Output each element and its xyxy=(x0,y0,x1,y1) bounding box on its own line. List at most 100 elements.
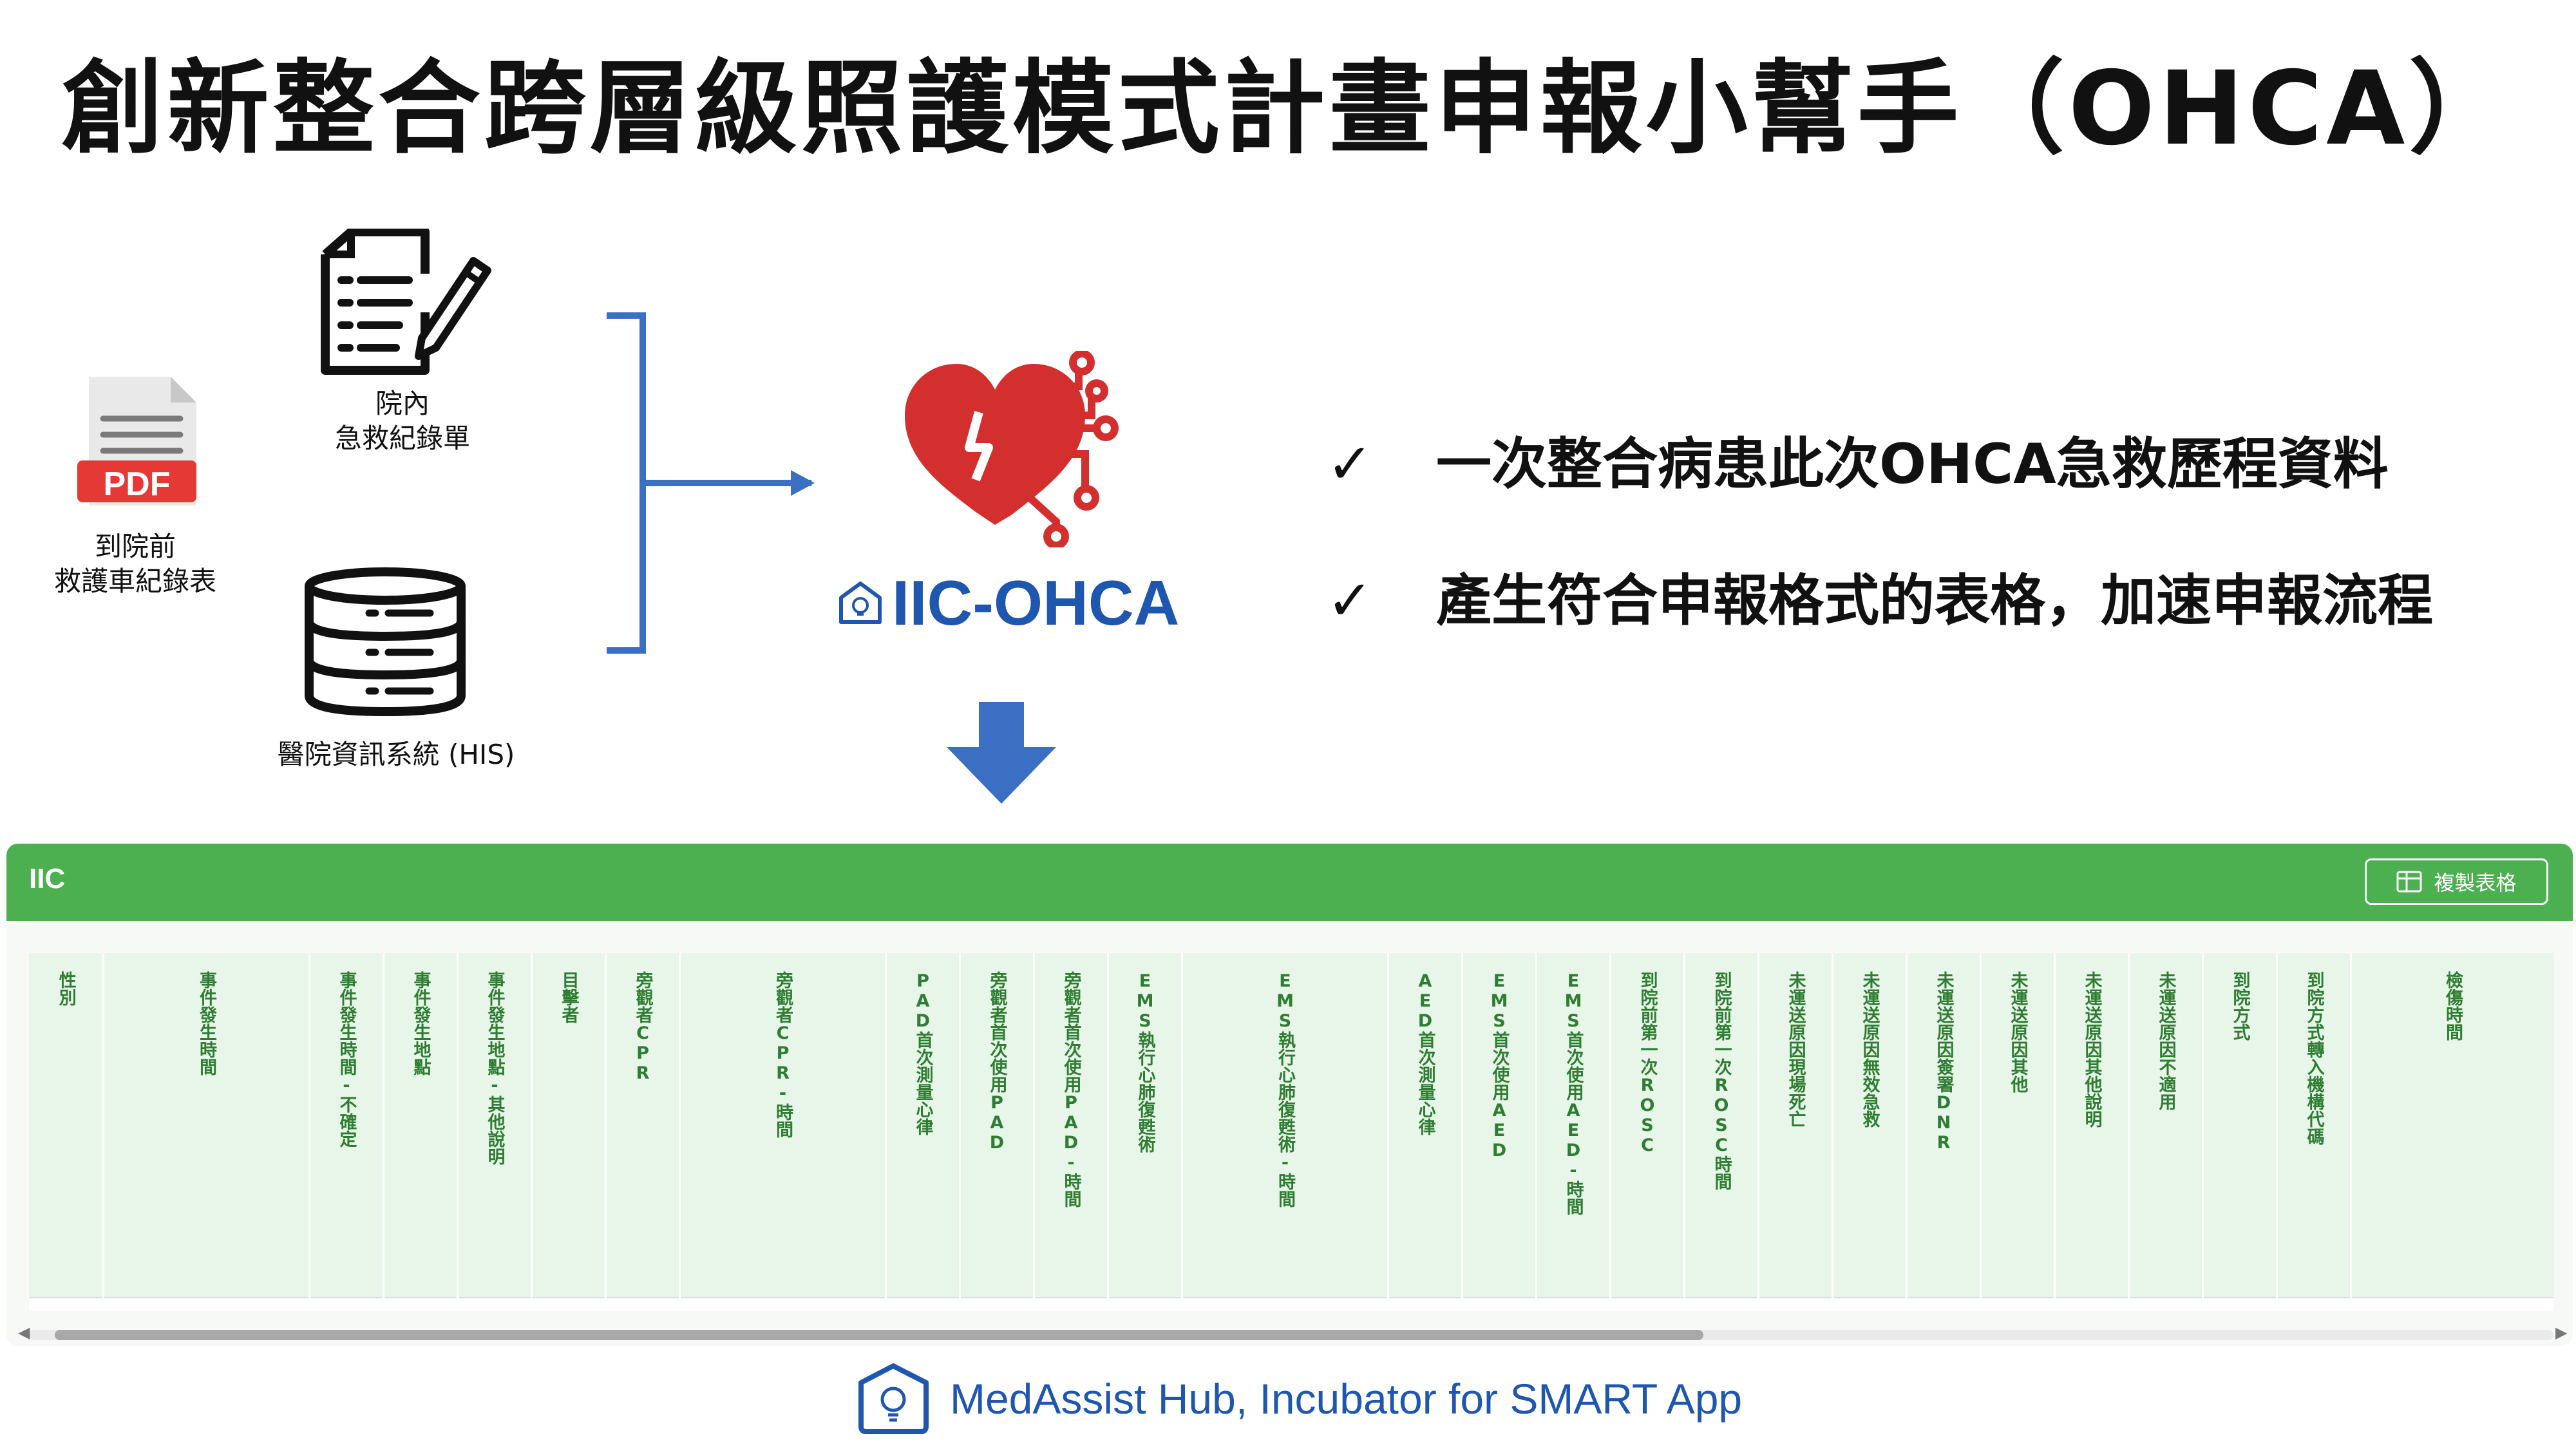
column-header-label: 事件發生地點 xyxy=(410,971,431,1075)
table-column-header: 旁觀者首次使用PAD-時間 xyxy=(1034,953,1109,1298)
table-cell: 1 xyxy=(2128,1297,2202,1311)
column-header-label: 未運送原因不適用 xyxy=(2155,971,2176,1110)
table-cell: 0 xyxy=(1906,1297,1980,1311)
table-cell: 0 xyxy=(1610,1297,1684,1311)
table-column-header: 旁觀者首次使用PAD xyxy=(960,953,1035,1298)
bullet-item: ✓產生符合申報格式的表格，加速申報流程 xyxy=(1327,555,2433,636)
column-header-label: 旁觀者CPR-時間 xyxy=(773,971,793,1138)
document-pen-icon xyxy=(321,229,491,375)
column-header-label: 旁觀者首次使用PAD-時間 xyxy=(1061,971,1081,1208)
table-cell: 2 xyxy=(1462,1297,1536,1311)
table-cell: 0 xyxy=(1758,1297,1832,1311)
table-column-header: EMS執行心肺復甦術 xyxy=(1108,953,1183,1298)
table-cell: 0 xyxy=(1980,1297,2054,1311)
table-column-header: 未運送原因現場死亡 xyxy=(1758,953,1833,1298)
table-column-header: 事件發生時間-不確定 xyxy=(309,953,384,1298)
table-cell: - xyxy=(1536,1297,1610,1311)
column-header-label: 到院前第一次ROSC時間 xyxy=(1711,971,1732,1190)
table-cell: 1 xyxy=(383,1297,457,1311)
lightbulb-house-icon xyxy=(858,1363,929,1434)
column-header-label: 到院方式 xyxy=(2230,971,2250,1041)
table-column-header: 性別 xyxy=(29,953,104,1298)
horizontal-scrollbar[interactable] xyxy=(29,1330,2553,1340)
table-cell: 3 xyxy=(1388,1297,1462,1311)
column-header-label: 事件發生時間 xyxy=(196,971,216,1075)
table-cell: 1 xyxy=(29,1297,103,1311)
table-cell: 0 xyxy=(309,1297,383,1311)
table-column-header: 目擊者 xyxy=(531,953,607,1298)
column-header-label: 到院前第一次ROSC xyxy=(1637,971,1658,1155)
table-column-header: AED首次測量心律 xyxy=(1388,953,1463,1298)
page-title: 創新整合跨層級照護模式計畫申報小幫手（OHCA） xyxy=(61,50,2515,168)
column-header-label: EMS執行心肺復甦術-時間 xyxy=(1275,971,1295,1208)
column-header-label: EMS首次使用AED-時間 xyxy=(1563,971,1584,1215)
table-cell: 2025/07/12 16:00 xyxy=(103,1297,309,1311)
table-row: 12025/07/12 16:0001-112025/07/12 16:0030… xyxy=(29,1297,2553,1311)
table-cell: 1 xyxy=(605,1297,679,1311)
table-column-header: 到院前第一次ROSC時間 xyxy=(1684,953,1759,1298)
column-header-label: 未運送原因現場死亡 xyxy=(1785,971,1806,1128)
table-column-header: EMS執行心肺復甦術-時間 xyxy=(1182,953,1389,1298)
table-column-header: 旁觀者CPR xyxy=(605,953,681,1298)
table-column-header: 未運送原因簽署DNR xyxy=(1906,953,1982,1298)
scrollbar-thumb[interactable] xyxy=(55,1330,1703,1340)
pdf-file-icon xyxy=(77,377,196,506)
table-cell: - xyxy=(1034,1297,1108,1311)
footer-text: MedAssist Hub, Incubator for SMART App xyxy=(950,1375,1743,1423)
table-cell: - xyxy=(457,1297,531,1311)
table-column-header: 未運送原因其他說明 xyxy=(2054,953,2130,1298)
his-label: 醫院資訊系統 (HIS) xyxy=(277,739,515,770)
panel-title: IIC xyxy=(29,863,66,895)
table-header-row: 性別 事件發生時間 事件發生時間-不確定 事件發生地點 事件發生地點-其他說明 目擊者 旁觀… xyxy=(29,953,2553,1298)
iic-table-panel: IIC 複製表格 性別 事件發生時間 事件發生時間-不確定 事件發生地點 事件發生地點-… xyxy=(6,844,2573,1346)
bullet-item: ✓ 一次整合病患此次OHCA急救歷程資料 xyxy=(1327,419,2389,499)
lightbulb-house-icon xyxy=(839,582,882,624)
data-table[interactable]: 性別 事件發生時間 事件發生時間-不確定 事件發生地點 事件發生地點-其他說明 目擊者 旁觀… xyxy=(29,953,2553,1311)
table-cell: 1 xyxy=(1108,1297,1182,1311)
table-column-header: 到院前第一次ROSC xyxy=(1610,953,1685,1298)
heart-circuit-icon xyxy=(905,351,1119,547)
scroll-left-icon[interactable]: ◀ xyxy=(18,1323,30,1341)
table-column-header: 事件發生地點 xyxy=(383,953,459,1298)
column-header-label: 事件發生時間-不確定 xyxy=(336,971,357,1148)
column-header-label: 目擊者 xyxy=(558,971,579,1023)
table-column-header: 未運送原因其他 xyxy=(1980,953,2056,1298)
merge-bracket xyxy=(607,312,815,654)
column-header-label: EMS執行心肺復甦術 xyxy=(1135,971,1155,1153)
column-header-label: PAD首次測量心律 xyxy=(913,971,933,1135)
table-column-header: 事件發生地點-其他說明 xyxy=(457,953,533,1298)
table-cell: 2026/01/13 14:16 xyxy=(1182,1297,1388,1311)
table-column-header: 未運送原因不適用 xyxy=(2128,953,2204,1298)
prehospital-label: 到院前 救護車紀錄表 xyxy=(53,531,216,597)
panel-header: IIC 複製表格 xyxy=(6,844,2573,921)
table-cell: - xyxy=(2277,1297,2351,1311)
table-column-header: 旁觀者CPR-時間 xyxy=(679,953,887,1298)
column-header-label: AED首次測量心律 xyxy=(1415,971,1435,1135)
column-header-label: EMS首次使用AED xyxy=(1489,971,1510,1160)
table-cell: 0 xyxy=(1832,1297,1906,1311)
scroll-right-icon[interactable]: ▶ xyxy=(2555,1323,2568,1341)
table-column-header: 未運送原因無效急救 xyxy=(1832,953,1908,1298)
column-header-label: 未運送原因其他 xyxy=(2007,971,2028,1093)
pdf-badge-label: PDF xyxy=(103,466,171,503)
copy-table-label: 複製表格 xyxy=(2434,871,2517,895)
inhospital-label: 院內 急救紀錄單 xyxy=(334,388,470,454)
table-column-header: EMS首次使用AED-時間 xyxy=(1536,953,1611,1298)
column-header-label: 事件發生地點-其他說明 xyxy=(484,971,505,1165)
database-icon xyxy=(305,567,466,717)
table-cell: 2025/07/13 14:33 xyxy=(2351,1297,2553,1311)
down-arrow xyxy=(947,702,1056,804)
copy-table-button[interactable]: 複製表格 xyxy=(2365,858,2548,905)
bullet-text: 產生符合申報格式的表格，加速申報流程 xyxy=(1436,569,2433,633)
bullet-text: 一次整合病患此次OHCA急救歷程資料 xyxy=(1436,432,2389,497)
column-header-label: 未運送原因其他說明 xyxy=(2081,971,2102,1128)
column-header-label: 未運送原因簽署DNR xyxy=(1933,971,1954,1153)
column-header-label: 性別 xyxy=(55,971,76,1006)
brand-name: IIC-OHCA xyxy=(892,567,1180,638)
table-column-header: 檢傷時間 xyxy=(2351,953,2553,1298)
table-column-header: EMS首次使用AED xyxy=(1462,953,1537,1298)
table-cell: 0 xyxy=(2054,1297,2128,1311)
checkmark-icon: ✓ xyxy=(1327,432,1374,497)
table-column-header: 到院方式 xyxy=(2202,953,2278,1298)
column-header-label: 旁觀者首次使用PAD xyxy=(987,971,1007,1153)
